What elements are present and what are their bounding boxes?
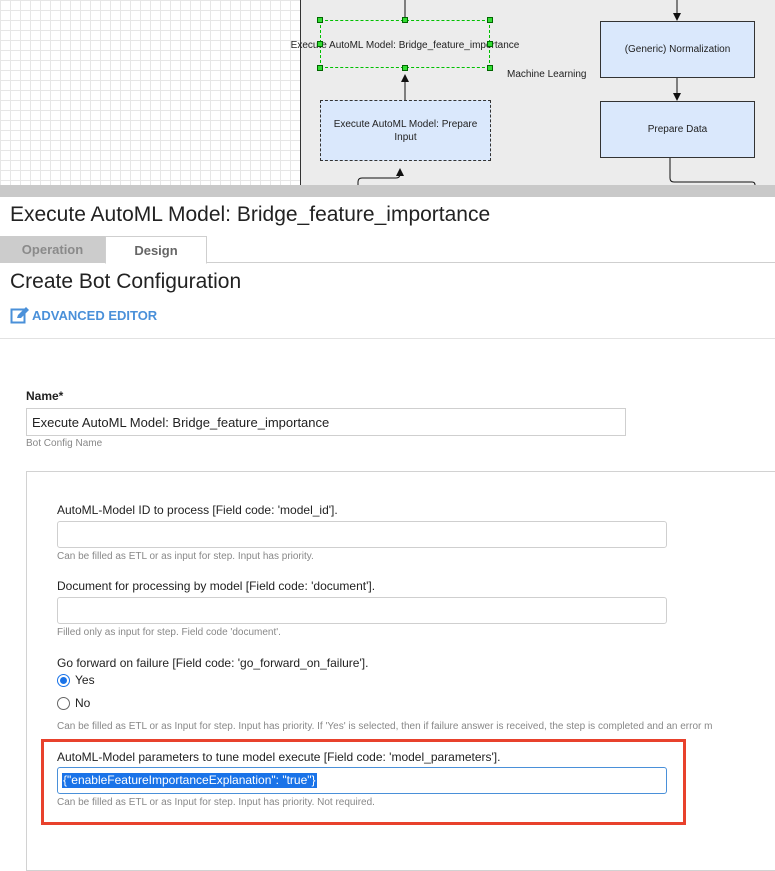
node-prepare-data[interactable]: Prepare Data: [600, 101, 755, 158]
resize-handle-top-left[interactable]: [317, 17, 323, 23]
resize-handle-right[interactable]: [487, 41, 493, 47]
tab-design[interactable]: Design: [105, 236, 207, 264]
radio-yes-checked-icon[interactable]: [57, 673, 70, 687]
tab-operation[interactable]: Operation: [0, 236, 105, 263]
resize-handle-top[interactable]: [402, 17, 408, 23]
radio-option-yes[interactable]: Yes: [57, 673, 95, 687]
advanced-editor-link[interactable]: ADVANCED EDITOR: [10, 306, 157, 324]
edit-icon: [10, 307, 29, 324]
workflow-diagram-canvas[interactable]: Execute AutoML Model: Bridge_feature_imp…: [0, 0, 775, 185]
highlight-annotation-box: [41, 739, 686, 825]
node-bridge-feature-importance-label: Execute AutoML Model: Bridge_feature_imp…: [290, 40, 520, 51]
model-id-label: AutoML-Model ID to process [Field code: …: [57, 503, 338, 517]
name-hint: Bot Config Name: [26, 438, 103, 449]
model-id-input[interactable]: [57, 521, 667, 548]
radio-no-label: No: [75, 696, 91, 710]
go-forward-hint: Can be filled as ETL or as Input for ste…: [57, 721, 713, 732]
panel-splitter[interactable]: [0, 185, 775, 197]
model-parameters-value: {"enableFeatureImportanceExplanation": "…: [62, 773, 317, 788]
document-label: Document for processing by model [Field …: [57, 579, 376, 593]
name-label: Name*: [26, 389, 64, 403]
page-title: Execute AutoML Model: Bridge_feature_imp…: [10, 203, 491, 226]
node-prepare-input[interactable]: Execute AutoML Model: Prepare Input: [320, 100, 491, 161]
resize-handle-bottom-right[interactable]: [487, 65, 493, 71]
model-id-hint: Can be filled as ETL or as input for ste…: [57, 551, 314, 562]
tab-bar: Operation Design: [0, 236, 775, 264]
resize-handle-bottom[interactable]: [402, 65, 408, 71]
node-generic-normalization[interactable]: (Generic) Normalization: [600, 21, 755, 78]
radio-no-icon[interactable]: [57, 696, 70, 710]
document-input[interactable]: [57, 597, 667, 624]
advanced-editor-label: ADVANCED EDITOR: [32, 307, 158, 323]
model-parameters-label: AutoML-Model parameters to tune model ex…: [57, 750, 501, 764]
radio-option-no[interactable]: No: [57, 696, 90, 710]
diagram-connectors: [357, 0, 756, 185]
radio-yes-label: Yes: [75, 673, 95, 687]
connector-from-prepare-data: [669, 158, 756, 185]
name-input[interactable]: [26, 408, 626, 436]
document-hint: Filled only as input for step. Field cod…: [57, 627, 281, 638]
divider: [0, 338, 775, 339]
go-forward-label: Go forward on failure [Field code: 'go_f…: [57, 656, 369, 670]
resize-handle-left[interactable]: [317, 41, 323, 47]
resize-handle-top-right[interactable]: [487, 17, 493, 23]
resize-handle-bottom-left[interactable]: [317, 65, 323, 71]
model-parameters-input[interactable]: {"enableFeatureImportanceExplanation": "…: [57, 767, 667, 794]
model-parameters-hint: Can be filled as ETL or as Input for ste…: [57, 797, 375, 808]
section-title: Create Bot Configuration: [10, 270, 242, 293]
swimlane-label: Machine Learning: [507, 69, 587, 80]
connector-into-prepare-input: [357, 168, 404, 185]
